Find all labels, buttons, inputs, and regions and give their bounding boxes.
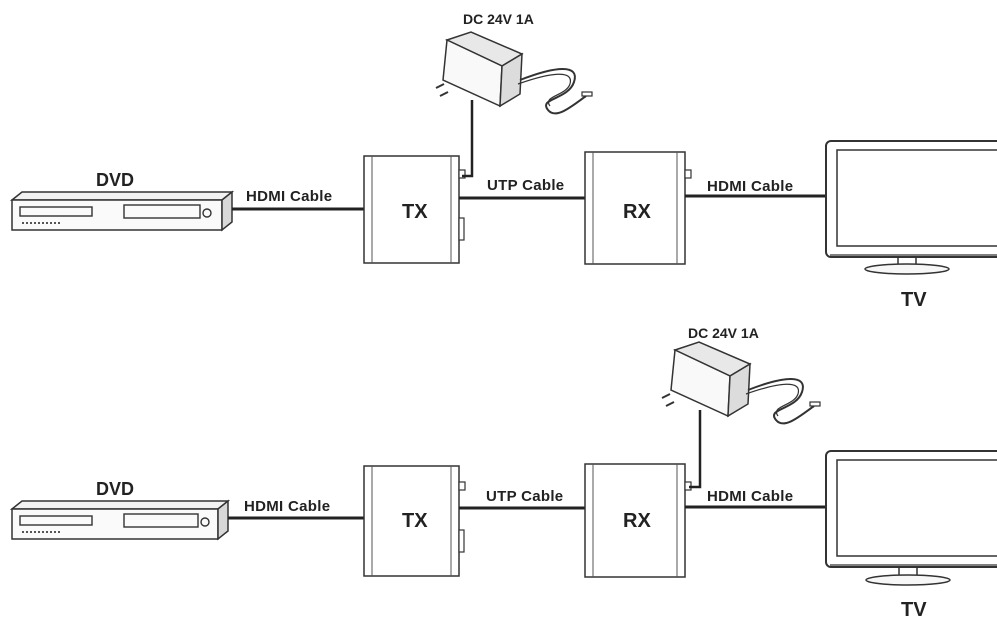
dvd-player-bottom	[12, 501, 228, 539]
diagram-bottom: DVD HDMI Cable TX UTP Cable RX HDMI Cabl…	[12, 325, 997, 620]
hdmi-input-cable-label: HDMI Cable	[244, 498, 330, 515]
dvd-player-top	[12, 192, 232, 230]
utp-cable-label: UTP Cable	[487, 177, 564, 194]
utp-cable-label: UTP Cable	[486, 488, 563, 505]
power-adapter-top	[436, 32, 592, 176]
tv-label: TV	[901, 599, 927, 620]
transmitter-label: TX	[402, 201, 428, 223]
dvd-label: DVD	[96, 170, 134, 190]
diagram-top: DVD HDMI Cable TX UTP Cable RX HDMI Cabl…	[12, 11, 997, 311]
receiver-label: RX	[623, 510, 651, 532]
tv-top	[826, 141, 997, 274]
hdmi-output-cable-label: HDMI Cable	[707, 178, 793, 195]
hdmi-output-cable-label: HDMI Cable	[707, 488, 793, 505]
dvd-label: DVD	[96, 479, 134, 499]
tv-label: TV	[901, 289, 927, 311]
power-supply-label: DC 24V 1A	[688, 325, 759, 341]
transmitter-label: TX	[402, 510, 428, 532]
power-supply-label: DC 24V 1A	[463, 11, 534, 27]
hdmi-input-cable-label: HDMI Cable	[246, 188, 332, 205]
receiver-label: RX	[623, 201, 651, 223]
tv-bottom	[826, 451, 997, 585]
